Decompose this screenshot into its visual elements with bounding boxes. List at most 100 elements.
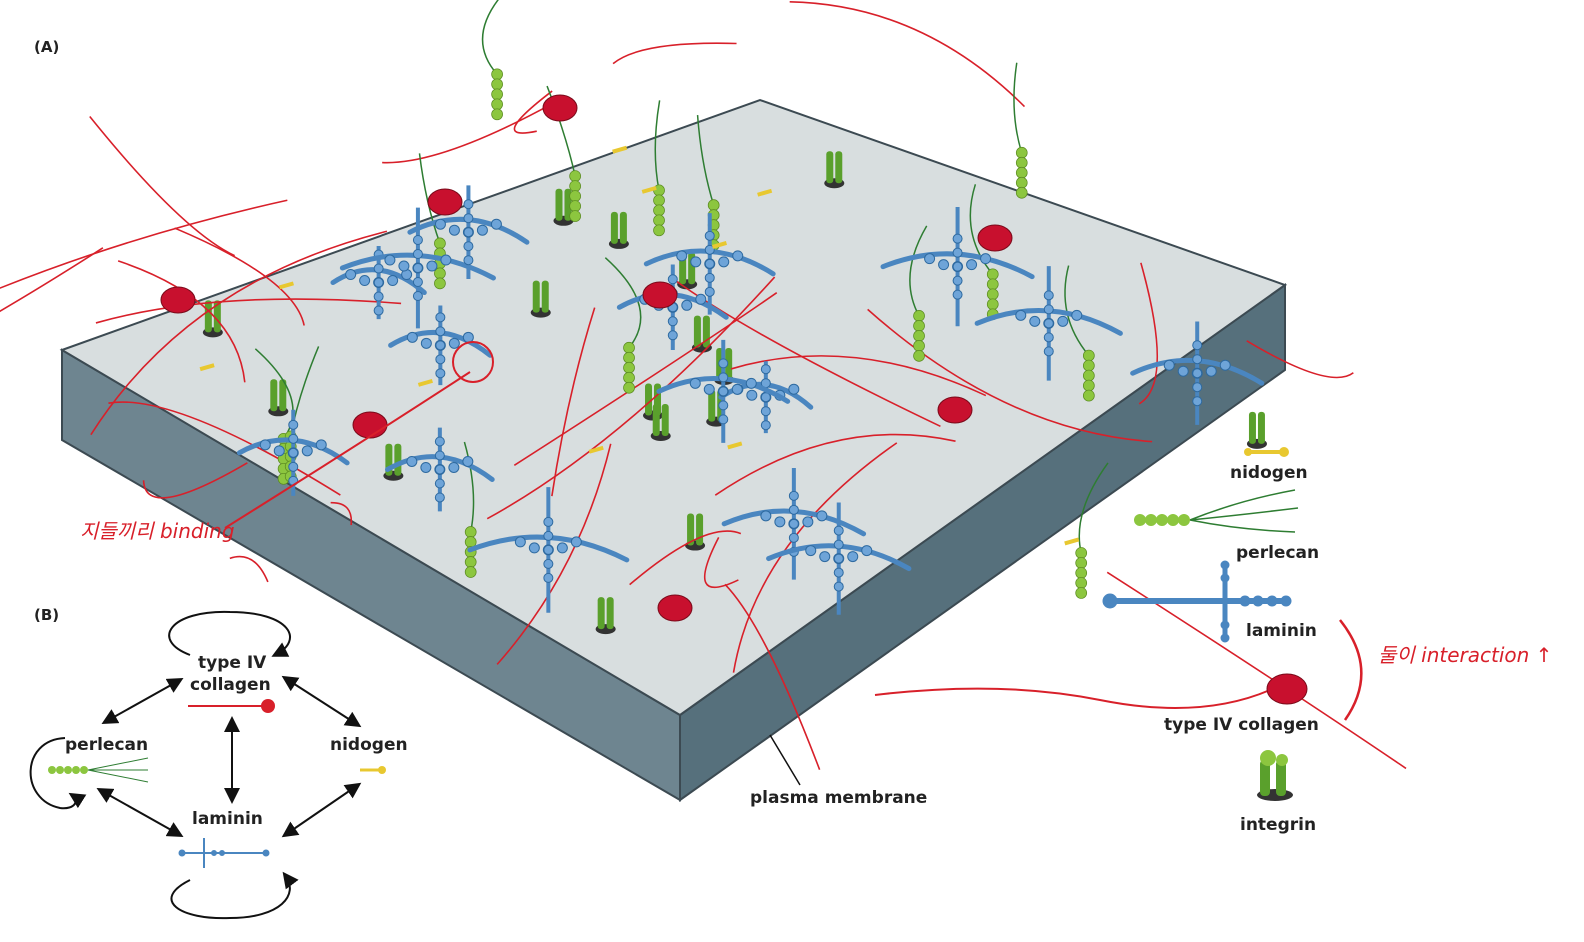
perlecan-bead — [623, 341, 635, 354]
perlecan-bead — [491, 88, 503, 101]
collagen-strand — [0, 247, 104, 313]
laminin-bead — [373, 291, 384, 302]
node-collagen-line1: type IV — [198, 653, 267, 673]
laminin-bead — [412, 235, 423, 246]
nidogen-icon — [727, 441, 743, 450]
perlecan-bead — [491, 98, 503, 111]
perlecan-bead — [986, 288, 999, 301]
laminin-bead — [788, 518, 799, 529]
perlecan-bead — [464, 566, 477, 578]
collagen-globular-domain — [542, 94, 578, 122]
collagen-strand — [612, 42, 737, 65]
integrin-icon — [394, 443, 402, 476]
perlecan-strand — [654, 100, 661, 191]
laminin-bead — [1043, 290, 1054, 301]
laminin-bead — [406, 455, 418, 467]
laminin-bead — [760, 406, 771, 417]
laminin-bead — [704, 230, 715, 241]
mini-laminin-icon — [178, 838, 270, 868]
perlecan-bead — [1082, 359, 1095, 372]
laminin-bead — [952, 289, 963, 300]
perlecan-bead — [491, 78, 503, 91]
collagen-strand — [108, 401, 341, 496]
perlecan-strand — [546, 85, 576, 177]
collagen-globular-domain — [352, 411, 388, 439]
laminin-bead — [718, 414, 729, 425]
perlecan-strand — [696, 115, 715, 206]
laminin-bead — [434, 492, 445, 503]
laminin-bead — [288, 461, 299, 472]
perlecan-bead — [1075, 577, 1088, 589]
perlecan-bead — [623, 351, 635, 364]
laminin-bead — [695, 293, 707, 305]
laminin-bead — [435, 312, 446, 323]
integrin-icon — [597, 597, 605, 630]
perlecan-bead — [1015, 146, 1028, 159]
integrin-icon — [725, 347, 733, 380]
perlecan-bead — [569, 180, 581, 192]
laminin-bead — [833, 581, 844, 592]
laminin-bead — [435, 340, 446, 351]
perlecan-bead — [1082, 379, 1095, 392]
integrin-icon — [532, 280, 540, 313]
laminin-bead — [434, 450, 445, 461]
laminin-bead — [259, 439, 271, 451]
annotation-interaction: 둘이 interaction ↑ — [1378, 643, 1552, 667]
protein-network — [0, 0, 1407, 770]
perlecan-bead — [623, 361, 635, 374]
laminin-bead — [462, 331, 474, 343]
integrin-icon — [610, 211, 618, 244]
laminin-bead — [543, 572, 554, 583]
nidogen-icon — [757, 188, 773, 197]
perlecan-bead — [434, 237, 446, 250]
laminin-bead — [704, 272, 715, 283]
laminin-bead — [833, 539, 844, 550]
laminin-bead — [847, 551, 859, 563]
perlecan-bead — [913, 310, 925, 322]
laminin-bead — [1219, 359, 1231, 371]
laminin-bead — [435, 326, 446, 337]
node-collagen-line2: collagen — [190, 675, 271, 695]
laminin-bead — [412, 291, 423, 302]
perlecan-strand — [604, 257, 642, 349]
legend-laminin-label: laminin — [1246, 621, 1317, 641]
nidogen-icon — [588, 445, 604, 454]
laminin-bead — [690, 256, 702, 268]
legend-nidogen-label: nidogen — [1230, 463, 1308, 483]
nidogen-icon — [641, 185, 657, 194]
laminin-bead — [463, 227, 474, 238]
laminin-bead — [718, 400, 729, 411]
node-perlecan: perlecan — [65, 735, 148, 755]
laminin-bead — [543, 544, 554, 555]
laminin-bead — [448, 461, 460, 473]
laminin-bead — [420, 461, 432, 473]
nidogen-icon — [278, 281, 295, 290]
legend-integrin-label: integrin — [1240, 815, 1316, 835]
legend: nidogen perlecan laminin type IV collage… — [874, 447, 1319, 835]
laminin-bead — [816, 510, 828, 522]
collagen-strand — [229, 555, 269, 583]
laminin-bead — [704, 286, 715, 297]
integrin-icon — [1257, 411, 1265, 444]
laminin-bead — [788, 490, 799, 501]
laminin-bead — [384, 254, 396, 266]
integrin-icon — [619, 211, 627, 244]
membrane-pointer — [769, 734, 801, 786]
laminin-bead — [434, 464, 445, 475]
perlecan-bead — [623, 381, 635, 394]
annotation-bracket — [1339, 619, 1363, 721]
panel-a-label: (A) — [34, 38, 59, 56]
annotation-circle — [452, 341, 494, 383]
laminin-bead — [448, 224, 460, 236]
laminin-bead — [774, 516, 786, 528]
laminin-bead — [301, 445, 313, 457]
collagen-strand — [724, 583, 821, 770]
perlecan-bead — [569, 170, 581, 182]
perlecan-bead — [1075, 557, 1088, 569]
nidogen-icon — [612, 145, 628, 154]
integrin-icon — [708, 389, 716, 422]
laminin-bead — [1192, 368, 1203, 379]
laminin-bead — [703, 383, 715, 395]
laminin-bead — [1043, 346, 1054, 357]
